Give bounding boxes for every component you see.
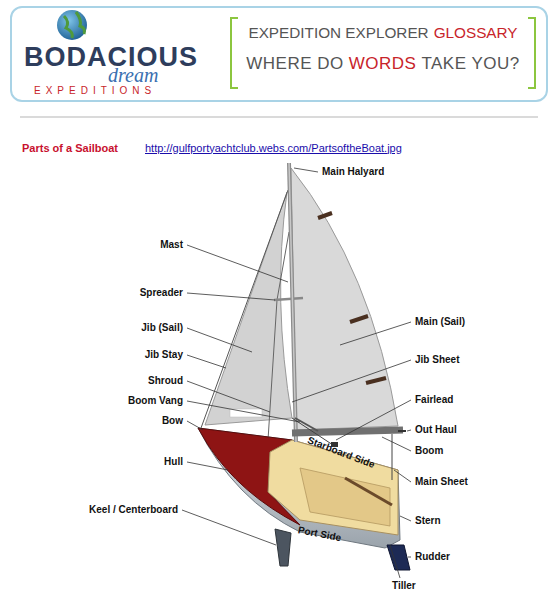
tagline-text: WHERE DO bbox=[246, 54, 344, 74]
leader-line bbox=[187, 355, 226, 368]
header-banner: EXPEDITION EXPLORER GLOSSARY WHERE DOWORDS… bbox=[10, 6, 548, 102]
leader-line bbox=[400, 516, 411, 521]
main-sheet bbox=[392, 434, 393, 480]
tagline-text: TAKE YOU? bbox=[421, 54, 519, 74]
leader-line bbox=[187, 462, 228, 470]
part-label: Keel / Centerboard bbox=[89, 504, 178, 516]
leader-lines bbox=[182, 168, 411, 578]
part-label: Bow bbox=[162, 415, 183, 427]
leader-line bbox=[294, 168, 318, 172]
part-label: Out Haul bbox=[415, 424, 457, 436]
leader-line bbox=[408, 557, 411, 558]
globe bbox=[57, 10, 87, 40]
leader-line bbox=[336, 400, 411, 440]
part-label: Fairlead bbox=[415, 394, 453, 406]
leader-line bbox=[182, 510, 276, 545]
part-label: Jib Sheet bbox=[415, 354, 459, 366]
part-label: Rudder bbox=[415, 551, 450, 563]
rudder bbox=[387, 545, 410, 570]
jib-stay bbox=[201, 190, 288, 428]
sailboat bbox=[198, 163, 410, 570]
shroud bbox=[268, 232, 289, 440]
keel bbox=[275, 529, 291, 566]
bracket bbox=[528, 18, 535, 88]
section-title: Parts of a Sailboat bbox=[22, 142, 118, 155]
batten bbox=[318, 213, 332, 218]
part-label: Spreader bbox=[140, 287, 183, 299]
divider-line bbox=[20, 117, 538, 118]
globe-land bbox=[64, 12, 85, 38]
part-label: Jib (Sail) bbox=[141, 322, 183, 334]
part-label: Boom bbox=[415, 445, 443, 457]
leader-line bbox=[394, 470, 411, 482]
part-label: Jib Stay bbox=[145, 349, 183, 361]
tagline-row: EXPEDITION EXPLORER GLOSSARY bbox=[240, 24, 526, 42]
part-label: Main (Sail) bbox=[415, 316, 465, 328]
part-label: Boom Vang bbox=[128, 395, 183, 407]
leader-line bbox=[390, 545, 400, 578]
part-label: Mast bbox=[160, 239, 183, 251]
source-link: http://gulfportyachtclub.webs.com/Partso… bbox=[145, 142, 402, 155]
boom bbox=[292, 430, 403, 433]
tiller bbox=[345, 478, 392, 505]
logo-text: dream bbox=[108, 64, 158, 87]
leader-line bbox=[187, 245, 288, 282]
leader-line bbox=[187, 421, 203, 430]
part-label: Shroud bbox=[148, 375, 183, 387]
leader-line bbox=[187, 328, 252, 352]
part-label: Tiller bbox=[392, 580, 416, 592]
leader-line bbox=[340, 322, 411, 345]
batten bbox=[366, 378, 386, 383]
tagline-text: GLOSSARY bbox=[434, 24, 518, 42]
bracket bbox=[231, 18, 238, 88]
mast-highlight bbox=[289, 163, 296, 442]
leader-line bbox=[187, 381, 270, 412]
part-label: Stern bbox=[415, 515, 441, 527]
hull bbox=[198, 428, 400, 548]
tagline-row: WHERE DOWORDSTAKE YOU? bbox=[240, 54, 526, 74]
boom-vang bbox=[295, 418, 318, 431]
tagline-text: EXPEDITION EXPLORER bbox=[248, 24, 428, 42]
part-label: Main Sheet bbox=[415, 476, 468, 488]
leader-line bbox=[187, 293, 275, 300]
part-label: Main Halyard bbox=[322, 166, 384, 178]
leader-line bbox=[292, 360, 411, 402]
tagline-text: WORDS bbox=[349, 54, 417, 74]
batten bbox=[350, 316, 368, 322]
main-sail bbox=[291, 168, 398, 430]
jib-sail bbox=[205, 192, 292, 425]
logo-text: EXPEDITIONS bbox=[34, 85, 156, 97]
leader-line bbox=[187, 401, 300, 422]
part-label: Hull bbox=[164, 456, 183, 468]
out-haul bbox=[398, 430, 406, 432]
leader-line bbox=[382, 437, 411, 451]
mast bbox=[289, 163, 296, 442]
leader-line bbox=[407, 430, 411, 431]
spreader bbox=[274, 298, 303, 300]
